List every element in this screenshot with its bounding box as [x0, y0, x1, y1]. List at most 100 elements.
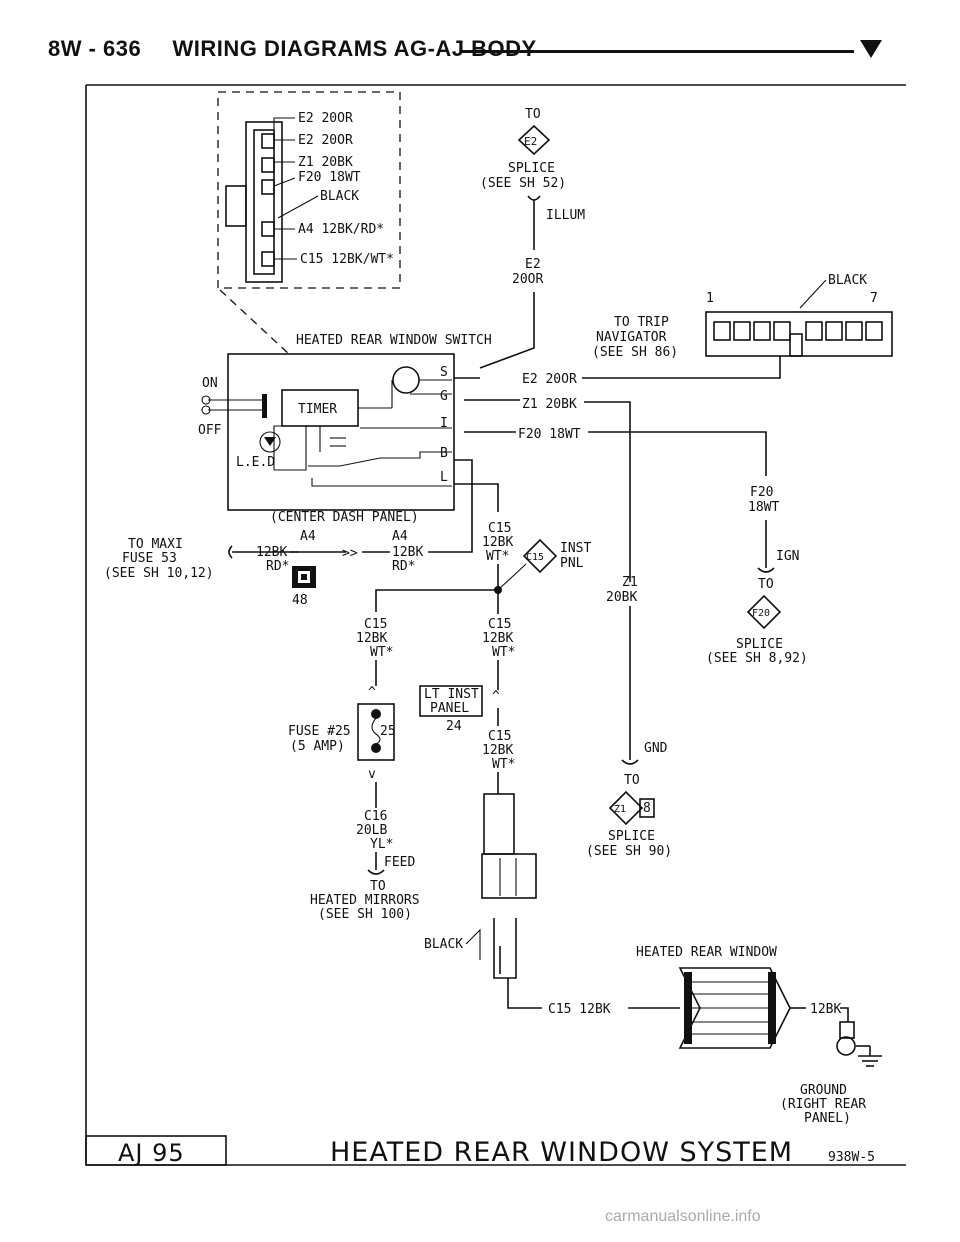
z1-label-b: 20BK: [606, 590, 637, 605]
c16-dest2: (SEE SH 100): [318, 907, 412, 922]
a4-left-2: 12BK: [256, 545, 287, 560]
c15-d2: 12BK: [482, 743, 513, 758]
c16-feed: FEED: [384, 855, 415, 870]
lt-inst-line2: PANEL: [430, 701, 469, 716]
wire-a4-to-switch: [428, 484, 473, 553]
switch-pin-l: L: [440, 470, 448, 485]
splice-f20-diamond: [746, 594, 782, 630]
wire-e2-label-b: 20OR: [512, 272, 543, 287]
footer-model: AJ 95: [118, 1139, 185, 1167]
pin-label-e2-1: E2 20OR: [298, 111, 353, 126]
wire-e2-label-a: E2: [525, 257, 541, 272]
page-header: 8W - 636 WIRING DIAGRAMS AG-AJ BODY: [48, 36, 537, 62]
header-arrow-icon: [860, 40, 882, 58]
inline-connector-a4: >>: [342, 546, 358, 561]
trip-connector-color: BLACK: [828, 273, 867, 288]
rear-window-grid-icon: [678, 967, 791, 1049]
pin-label-f20: F20 18WT: [298, 170, 361, 185]
fuse-element-icon: [371, 717, 381, 745]
switch-connector-face: [225, 121, 283, 283]
maxi-line1: TO MAXI: [128, 537, 183, 552]
splice-c15-leader: [497, 563, 527, 591]
c16-l2: 20LB: [356, 823, 387, 838]
wire-e2-to-trip: [582, 356, 781, 379]
splice-e2-ref: (SEE SH 52): [480, 176, 566, 191]
footer-model-box: [85, 1135, 227, 1166]
ground-line2: (RIGHT REAR: [780, 1097, 866, 1112]
maxi-connector-mark: [228, 545, 233, 559]
splice-f20-to: TO: [758, 577, 774, 592]
led-diode-icon: [259, 431, 281, 453]
wire-pin-b: [454, 459, 473, 484]
switch-pin-b: B: [440, 446, 448, 461]
connector-48-label: 48: [292, 593, 308, 608]
fuse-top-connector: ^: [368, 685, 376, 700]
watermark: carmanualsonline.info: [605, 1208, 761, 1225]
c15-d1: C15: [488, 729, 511, 744]
trip-pin-7: 7: [870, 291, 878, 306]
trip-connector-face: [705, 311, 893, 357]
wire-e2-to-switch: [479, 292, 535, 369]
fuse-bottom-connector: v: [368, 767, 376, 782]
trip-nav-line1: TO TRIP: [614, 315, 669, 330]
ground-eyelet-icon: [836, 1021, 882, 1067]
wire-c15-to-fuse: [375, 589, 498, 612]
wire-z1-label: Z1 20BK: [522, 397, 577, 412]
c15-b1: C15: [364, 617, 387, 632]
c15-c3: WT*: [492, 645, 515, 660]
gnd-label: GND: [644, 741, 668, 756]
connector-color-leader: [465, 928, 481, 960]
c15-b2: 12BK: [356, 631, 387, 646]
a4-right-3: RD*: [392, 559, 415, 574]
gnd-connector-mark: [621, 759, 639, 765]
c16-to: TO: [370, 879, 386, 894]
switch-on-label: ON: [202, 376, 218, 391]
splice-f20-ref: (SEE SH 8,92): [706, 651, 808, 666]
wire-z1-run: [584, 401, 631, 582]
timer-label: TIMER: [298, 402, 337, 417]
splice-c15-id: C15: [526, 552, 544, 563]
trip-pin-1: 1: [706, 291, 714, 306]
a4-right-1: A4: [392, 529, 408, 544]
splice-f20-label: SPLICE: [736, 637, 783, 652]
c15-c1: C15: [488, 617, 511, 632]
splice-z1-ref: (SEE SH 90): [586, 844, 672, 859]
switch-pin-i: I: [440, 416, 448, 431]
ground-line3: PANEL): [804, 1111, 851, 1126]
pin-label-e2-2: E2 20OR: [298, 133, 353, 148]
pin-label-a4: A4 12BK/RD*: [298, 222, 384, 237]
fuse-line1: FUSE #25: [288, 724, 351, 739]
f20-label-b: 18WT: [748, 500, 779, 515]
c16-connector-mark: [367, 869, 385, 875]
splice-z1-num-box: [639, 798, 655, 818]
splice-c15-line2: PNL: [560, 556, 584, 571]
switch-title: HEATED REAR WINDOW SWITCH: [296, 333, 492, 348]
splice-z1-label: SPLICE: [608, 829, 655, 844]
wire-c15-to-window: [507, 978, 542, 1009]
connector-color-black: BLACK: [320, 189, 359, 204]
led-label: L.E.D: [236, 455, 275, 470]
fuse-box: [357, 703, 395, 761]
rear-window-wire-in: C15 12BK: [548, 1002, 611, 1017]
header-rule: [462, 50, 854, 53]
wire-pin-l: [454, 483, 499, 512]
footer-title: HEATED REAR WINDOW SYSTEM: [330, 1137, 793, 1168]
switch-internal-b: [308, 451, 452, 467]
ign-connector-mark: [757, 567, 775, 573]
splice-z1-num: 8: [643, 801, 651, 816]
footer-code: 938W-5: [828, 1150, 875, 1165]
splice-e2-id: E2: [524, 135, 537, 148]
c15-b3: WT*: [370, 645, 393, 660]
switch-off-label: OFF: [198, 423, 222, 438]
fuse-num: 25: [380, 724, 396, 739]
ign-label: IGN: [776, 549, 799, 564]
splice-z1-id: Z1: [614, 804, 626, 815]
c16-l3: YL*: [370, 837, 393, 852]
panel-connector: ^: [492, 689, 500, 704]
lt-inst-panel-box: [419, 685, 483, 717]
switch-pin-s: S: [440, 365, 448, 380]
fuse-terminal-bottom: [371, 743, 381, 753]
c16-dest1: HEATED MIRRORS: [310, 893, 420, 908]
connector-inset-box: [217, 91, 401, 289]
